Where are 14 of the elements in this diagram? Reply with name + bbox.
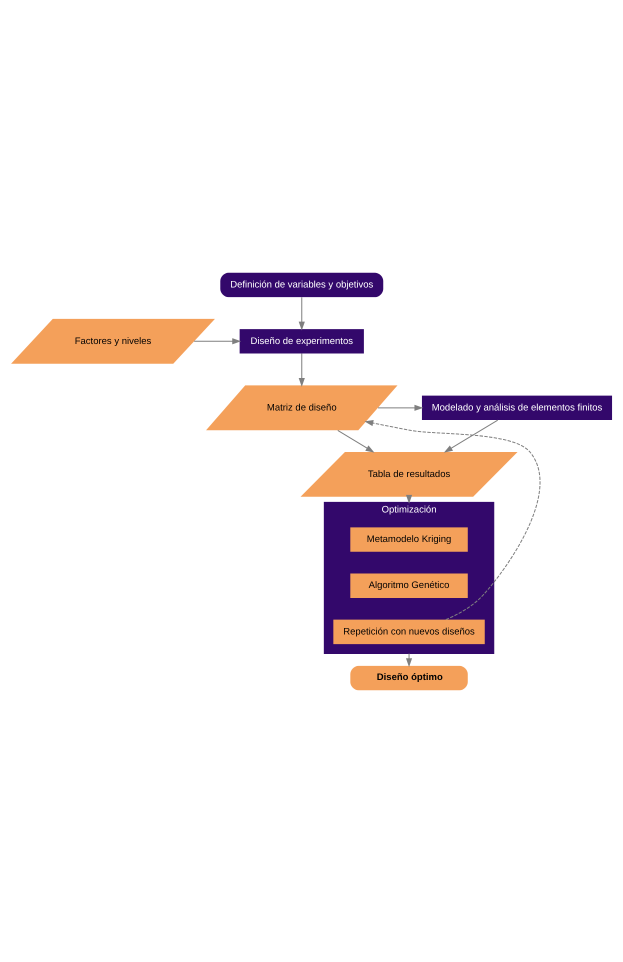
node-box: Algoritmo Genético bbox=[350, 573, 468, 598]
node-box: Repetición con nuevos diseños bbox=[333, 619, 485, 644]
node-box: Definición de variables y objetivos bbox=[220, 272, 384, 297]
arrow bbox=[378, 404, 424, 410]
arrow bbox=[338, 429, 374, 452]
arrow bbox=[194, 338, 242, 344]
arrow bbox=[444, 419, 498, 452]
node-box: Diseño óptimo bbox=[350, 665, 468, 690]
arrow bbox=[364, 420, 540, 620]
arrow bbox=[298, 296, 305, 330]
node-box: Diseño de experimentos bbox=[240, 328, 364, 354]
node-box: Metamodelo Kriging bbox=[350, 526, 468, 552]
node-box: Modelado y análisis de elementos finitos bbox=[422, 395, 612, 420]
arrow bbox=[298, 353, 305, 386]
